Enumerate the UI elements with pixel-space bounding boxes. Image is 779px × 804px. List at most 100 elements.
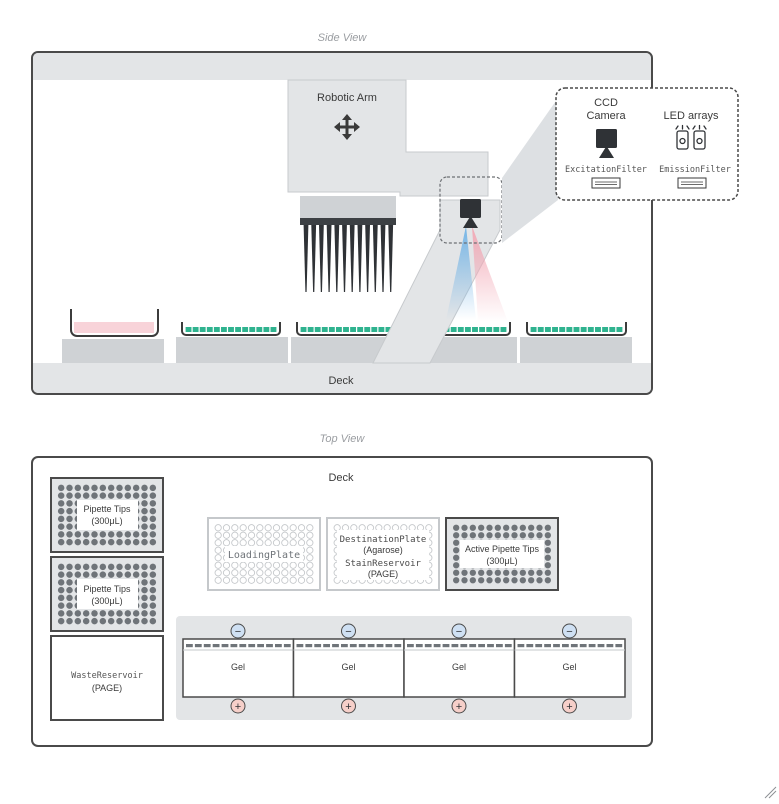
tip-dot [66, 500, 73, 507]
side-plate [181, 322, 281, 336]
gel-well [562, 644, 569, 648]
emission-filter-icon [677, 177, 707, 189]
tip-dot [57, 602, 65, 609]
tip-dot [519, 532, 526, 539]
cathode-sign: − [566, 626, 572, 638]
well-dot [350, 524, 358, 532]
tip-dot [57, 594, 65, 602]
side-well [256, 327, 263, 332]
tip-dot [141, 602, 148, 609]
top-deck-label: Deck [328, 472, 354, 484]
pipette-tip [326, 225, 332, 292]
tip-dot [57, 507, 65, 515]
well-dot [297, 524, 306, 532]
tip-dot [66, 531, 73, 538]
tip-dot [453, 569, 460, 576]
gel-well [496, 644, 503, 648]
resize-grip-icon[interactable] [764, 786, 777, 799]
pipette-tip [334, 225, 340, 292]
tip-dot [511, 569, 518, 576]
tip-dot [544, 532, 551, 539]
tip-dot [124, 538, 132, 546]
tip-dot [536, 569, 543, 576]
cathode-icon [451, 623, 467, 639]
deck-block [62, 339, 164, 363]
robotic-arm-label: Robotic Arm [317, 92, 377, 104]
tip-dot [124, 571, 132, 578]
side-well [364, 327, 371, 332]
well-dot [231, 524, 239, 532]
gel-well [349, 644, 357, 648]
well-dot [214, 546, 222, 554]
tip-dot [66, 492, 73, 499]
tip-dot [519, 569, 526, 576]
well-dot [306, 531, 314, 539]
well-dot [366, 524, 375, 532]
tip-dot [469, 569, 476, 576]
tip-dot [66, 586, 73, 594]
tip-dot [107, 563, 115, 571]
tip-dot [141, 617, 148, 625]
well-dot [214, 576, 222, 584]
side-well [328, 327, 335, 332]
side-well [185, 327, 192, 332]
tip-dot [116, 531, 123, 538]
gel-label: Gel [341, 662, 355, 672]
pipette-tip [380, 225, 386, 292]
gel-well [283, 644, 291, 648]
well-dot [264, 539, 272, 547]
tip-dot [528, 577, 535, 584]
top-rail [33, 53, 651, 80]
side-well [343, 327, 349, 332]
side-well [220, 327, 227, 332]
gel-well [367, 644, 375, 648]
tip-dot [141, 538, 148, 546]
tip-dot [544, 547, 551, 554]
tip-dot [528, 532, 535, 539]
well-dot [272, 561, 281, 569]
reservoir [70, 309, 159, 337]
pipette-tip [303, 225, 309, 292]
tip-dot [511, 577, 518, 584]
pipette-tip [372, 225, 378, 292]
pipette-head [300, 196, 396, 218]
well-dot [281, 561, 289, 569]
destination-plate-line4: (PAGE) [368, 569, 398, 579]
tip-dot [82, 571, 90, 578]
side-plate-outline [526, 322, 627, 336]
pipette-tip [357, 225, 363, 292]
tip-dot [82, 492, 90, 499]
tip-dot [82, 563, 90, 571]
tip-dot [91, 610, 98, 617]
active-pipette-tips-line1: Active Pipette Tips [465, 544, 540, 554]
tip-dot [149, 610, 157, 617]
well-dot [239, 569, 247, 577]
tip-dot [461, 532, 468, 539]
gel-well [433, 644, 441, 648]
gel-box [292, 638, 405, 698]
gel-well [296, 644, 304, 648]
tip-dot [116, 610, 123, 617]
side-well [335, 327, 342, 332]
tip-dot [124, 617, 132, 625]
tip-dot [494, 532, 501, 539]
active-pipette-tips-line2: (300μL) [486, 556, 517, 566]
tip-dot [478, 524, 485, 531]
well-dot [239, 539, 247, 547]
well-dot [247, 524, 256, 532]
tip-dot [132, 563, 140, 571]
waste-reservoir-line2: (PAGE) [92, 683, 122, 693]
tip-dot [503, 524, 510, 531]
gel-box [182, 638, 295, 698]
gel-1: Gel−+ [182, 623, 295, 714]
tip-dot [66, 617, 73, 625]
pipette-tip [349, 225, 355, 292]
tip-dot [132, 617, 140, 625]
gel-well [385, 644, 393, 648]
side-well [300, 327, 307, 332]
tip-dot [57, 531, 65, 538]
deck-block [176, 337, 288, 363]
cathode-sign: − [456, 626, 462, 638]
tip-dot [116, 563, 123, 571]
tip-dot [57, 586, 65, 594]
